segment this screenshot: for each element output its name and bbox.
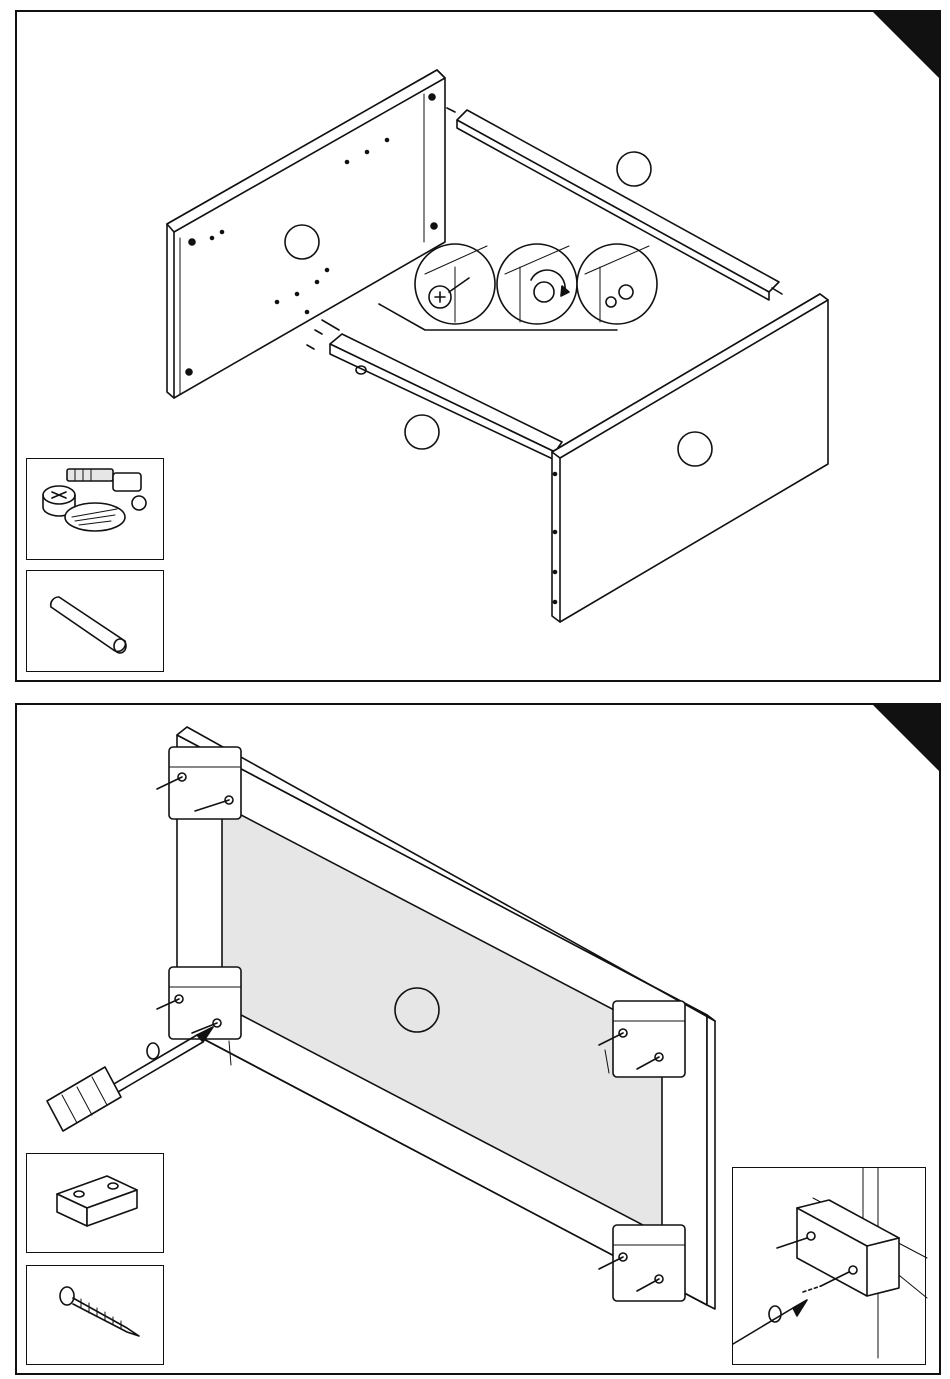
left-side-panel	[167, 70, 445, 398]
wood-screw-icon	[27, 1266, 165, 1366]
hardware-inset-corner-block	[26, 1153, 164, 1253]
corner-block-top-left	[157, 747, 241, 819]
step-1-panel	[15, 10, 941, 682]
cam-lock-and-bolt-icon	[27, 459, 165, 561]
callout-circle-back-rail	[617, 152, 651, 186]
corner-block-icon	[27, 1154, 165, 1254]
step-2-panel	[15, 703, 941, 1375]
callout-circle-front-rail	[405, 415, 439, 449]
hardware-inset-cam-lock	[26, 458, 164, 560]
hardware-inset-dowel	[26, 570, 164, 672]
screwdriver	[47, 1027, 213, 1131]
hardware-inset-wood-screw	[26, 1265, 164, 1365]
detail-inset-corner-block-install	[732, 1167, 926, 1365]
corner-block-install-icon	[733, 1168, 927, 1366]
right-side-panel	[552, 294, 828, 622]
front-rail	[307, 320, 562, 460]
wooden-dowel-icon	[27, 571, 165, 673]
